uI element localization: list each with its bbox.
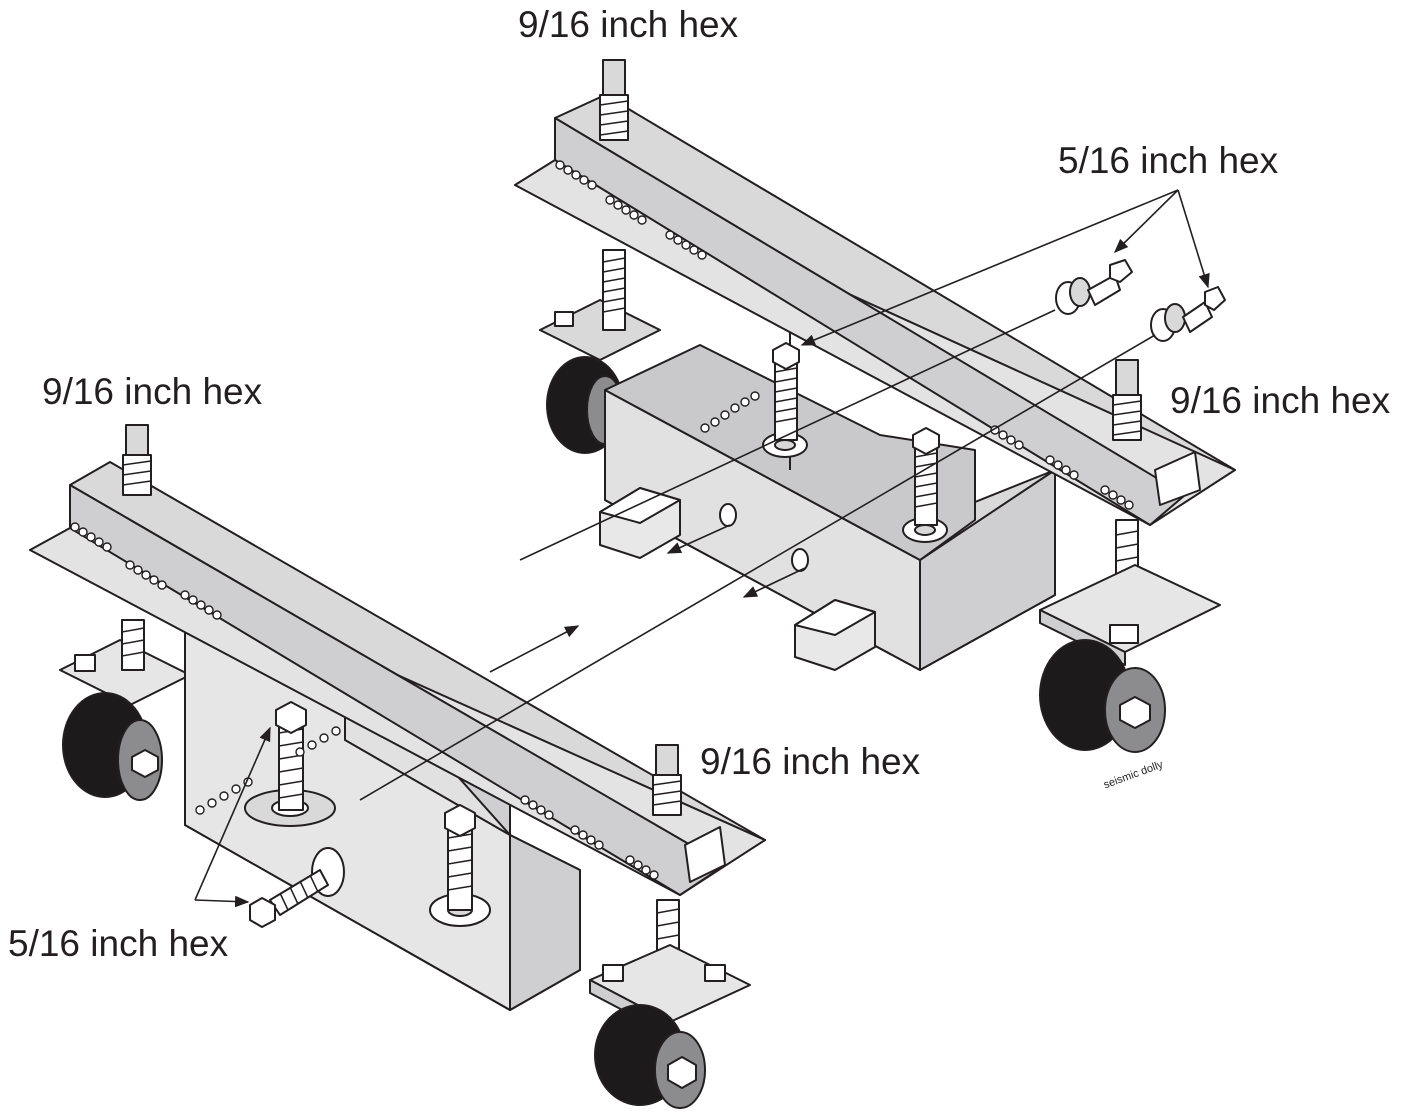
left-dolly-inner-bolt-2 (429, 804, 491, 927)
loose-small-bolt-1 (1055, 259, 1133, 315)
left-dolly-rear-caster (59, 619, 191, 801)
right-dolly-inner-bolt-1 (762, 342, 808, 458)
right-dolly-top-bolt-front (1112, 359, 1142, 441)
label-right-9-16-hex: 9/16 inch hex (1170, 380, 1391, 421)
left-dolly-front-caster (589, 899, 751, 1109)
label-right-5-16-hex: 5/16 inch hex (1058, 140, 1279, 181)
callout-lines (194, 189, 1210, 908)
left-dolly-top-bolt-front (652, 744, 682, 816)
label-left-5-16-hex: 5/16 inch hex (8, 923, 229, 964)
label-center-9-16-hex: 9/16 inch hex (700, 741, 921, 782)
right-dolly-top-bolt-rear (599, 59, 629, 141)
right-dolly-rear-bolt (602, 249, 626, 331)
left-dolly-inner-bolt-1 (244, 701, 336, 827)
right-dolly-lug-left (599, 487, 681, 559)
left-dolly-top-rail (29, 461, 766, 896)
loose-small-bolt-2 (1150, 286, 1226, 342)
label-left-9-16-hex: 9/16 inch hex (42, 371, 263, 412)
label-top-9-16-hex: 9/16 inch hex (518, 4, 739, 45)
right-dolly-lug-right (794, 599, 876, 671)
left-dolly-top-bolt-rear (122, 424, 152, 496)
right-dolly-front-caster (1039, 519, 1221, 753)
left-dolly-weld-beads (70, 522, 659, 880)
left-dolly-side-bolt (249, 847, 345, 928)
